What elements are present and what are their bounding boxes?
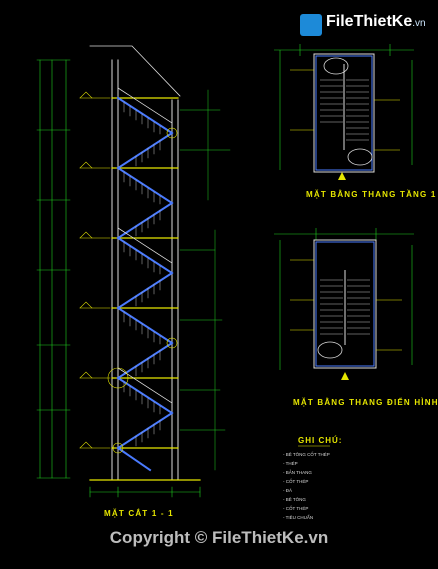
caption-plan-typical: MẶT BẰNG THANG ĐIỂN HÌNH — [293, 398, 438, 407]
note-line: - CỐT THÉP — [283, 506, 309, 511]
dimension-bottom — [89, 486, 201, 498]
stair-flights — [116, 96, 174, 472]
logo-icon — [300, 14, 322, 36]
caption-plan-ground: MẶT BẰNG THANG TẦNG 1 — [306, 190, 437, 199]
note-line: - THÉP — [283, 461, 298, 466]
note-line: - BÊ TÔNG — [283, 497, 306, 502]
handrail — [89, 45, 181, 404]
caption-section: MẶT CẮT 1 - 1 — [104, 509, 174, 518]
detail-callouts — [107, 127, 178, 454]
section-annotations — [179, 89, 231, 471]
stair-section — [36, 45, 231, 498]
note-line: - BẢN THANG — [283, 470, 312, 475]
note-line: - BÊ TÔNG CỐT THÉP — [283, 452, 330, 457]
landings — [89, 97, 201, 481]
note-line: - ĐÁ — [283, 488, 292, 493]
note-line: - TIÊU CHUẨN — [283, 515, 314, 520]
level-markers — [79, 91, 111, 449]
filethietke-logo: FileThietKe.vn — [300, 12, 426, 40]
walls — [111, 59, 179, 481]
copyright-watermark: Copyright © FileThietKe.vn — [109, 528, 329, 547]
plan-ground-floor — [274, 44, 414, 180]
note-line: - CỐT THÉP — [283, 479, 309, 484]
step-hatch — [123, 101, 161, 447]
dimension-lines-left — [36, 59, 71, 479]
plan-typical-floor — [274, 228, 414, 380]
notes-title: GHI CHÚ: — [298, 436, 343, 445]
logo-text: FileThietKe.vn — [326, 13, 426, 30]
